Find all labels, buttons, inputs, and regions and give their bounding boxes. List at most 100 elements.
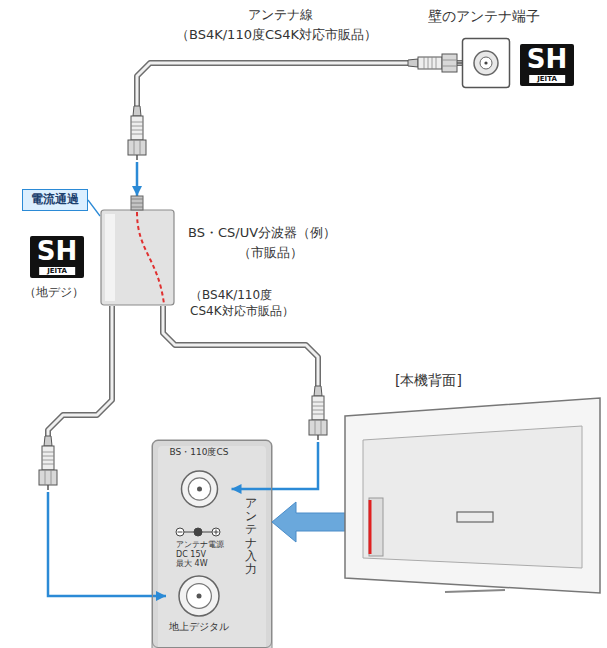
tv-terminal-area xyxy=(369,498,383,556)
plug-boot xyxy=(133,106,141,116)
plug-nut-edge xyxy=(315,420,316,435)
antenna-input-panel-graphic xyxy=(152,440,272,648)
jeita-sh-logo-text: SH xyxy=(527,45,568,73)
plug-nut xyxy=(39,470,57,485)
antenna-input-panel-text: アンテナ入力 xyxy=(245,497,257,576)
plug-pin xyxy=(317,435,319,440)
plug-ridge xyxy=(131,126,143,127)
port-pin xyxy=(197,594,202,599)
splitter-body xyxy=(101,210,174,305)
connector-thread xyxy=(131,207,143,208)
tv-back-cover xyxy=(363,426,582,568)
plug-nut xyxy=(309,420,327,435)
jeita-sh-logo-text: JEITA xyxy=(39,267,75,275)
connector xyxy=(163,306,318,489)
jeita-sh-logo: SH JEITA xyxy=(30,236,84,278)
plug-ridge xyxy=(312,410,324,411)
plug-ridge xyxy=(312,406,324,407)
plug-nut xyxy=(128,140,146,155)
splitter-highlight xyxy=(105,214,115,301)
plug-body xyxy=(418,57,442,69)
bs-cs-uv-splitter-text: （市販品） xyxy=(238,244,303,262)
plug-nut-edge xyxy=(140,140,141,155)
connector xyxy=(48,306,166,596)
plug-ridge xyxy=(312,414,324,415)
terminal-socket xyxy=(474,51,498,75)
callout-box: 電流通過 xyxy=(22,189,88,211)
tv-center-plate xyxy=(457,512,493,522)
port-ring xyxy=(188,478,210,500)
coax-cable-core xyxy=(48,306,112,442)
pointer-arrow xyxy=(272,502,345,542)
coax-cable-outline xyxy=(137,63,462,112)
signal-arrow xyxy=(232,442,319,489)
jeita-sh-logo: SH JEITA xyxy=(520,44,574,86)
bs-cs-uv-splitter: BS・CS/UV分波器（例）（市販品） xyxy=(100,196,175,306)
plug-boot xyxy=(408,59,418,67)
cable-spec-note: （BS4K/110度CS4K対応市販品） xyxy=(176,26,377,44)
plug-ridge xyxy=(436,57,437,69)
plug-ridge xyxy=(432,57,433,69)
plug-body xyxy=(312,396,324,420)
f-type-plug xyxy=(128,106,146,160)
plug-body xyxy=(42,446,54,470)
f-type-plug xyxy=(408,54,462,72)
bs-cs-uv-splitter-text: BS・CS/UV分波器（例） xyxy=(188,224,336,242)
tv-rear-view-text: [本機背面] xyxy=(395,372,462,390)
plug-body xyxy=(131,116,143,140)
plug-ridge xyxy=(42,456,54,457)
terminal-panel xyxy=(152,440,272,648)
plug-boot xyxy=(44,436,52,446)
port-ring xyxy=(187,584,212,609)
antenna-power-note: アンテナ電源 DC 15V 最大 4W xyxy=(176,540,223,569)
f-type-plug xyxy=(309,386,327,440)
tv-body xyxy=(345,398,600,593)
leader-line xyxy=(88,200,100,216)
plug-ridge xyxy=(428,57,429,69)
signal-arrow xyxy=(136,162,139,196)
plug-ridge xyxy=(42,452,54,453)
terrestrial-port-text: 地上デジタル xyxy=(169,621,229,633)
plug-ridge xyxy=(131,122,143,123)
connector xyxy=(137,63,462,196)
plug-ridge xyxy=(131,134,143,135)
coax-cable-core xyxy=(137,63,462,112)
coax-cable-outline xyxy=(163,306,318,392)
polarity-symbol xyxy=(194,528,202,536)
bs-cs-port: BS・110度CS xyxy=(167,447,232,511)
plug-nut-edge xyxy=(442,66,457,67)
port-ring xyxy=(179,576,219,616)
tv-rear-view-outline xyxy=(345,398,600,598)
signal-arrow xyxy=(48,492,166,596)
cable-label: アンテナ線 xyxy=(248,6,313,24)
current-path-dashed xyxy=(137,212,164,304)
tv-foot xyxy=(445,590,505,592)
tv-rear-view: [本機背面] xyxy=(345,398,600,598)
plug-pin xyxy=(457,62,462,64)
tv-terminal-highlight xyxy=(369,500,372,554)
cable-label: （BS4K/110度 CS4K対応市販品） xyxy=(190,288,294,319)
bs-cs-uv-splitter-outline xyxy=(100,196,175,306)
polarity-symbol xyxy=(176,528,184,536)
plug-nut-edge xyxy=(51,470,52,485)
connector-thread xyxy=(131,199,143,200)
jeita-sh-logo-text: JEITA xyxy=(529,75,565,83)
polarity-symbol xyxy=(216,530,217,535)
plug-nut-edge xyxy=(321,420,322,435)
connector xyxy=(272,502,345,542)
plug-pin xyxy=(47,485,49,490)
terminal-plate xyxy=(463,39,510,88)
plug-ridge xyxy=(424,57,425,69)
plug-nut-edge xyxy=(442,60,457,61)
plug-ridge xyxy=(131,130,143,131)
cable-label: （地デジ） xyxy=(24,284,84,301)
plug-ridge xyxy=(42,464,54,465)
coax-cable-core xyxy=(163,306,318,392)
terminal-panel-inner xyxy=(158,446,266,648)
polarity-symbol xyxy=(178,532,183,533)
terrestrial-port: 地上デジタル xyxy=(166,571,232,635)
port-ring xyxy=(181,471,217,507)
plug-boot xyxy=(314,386,322,396)
plug-ridge xyxy=(312,402,324,403)
jeita-sh-logo-text: SH xyxy=(37,237,78,265)
